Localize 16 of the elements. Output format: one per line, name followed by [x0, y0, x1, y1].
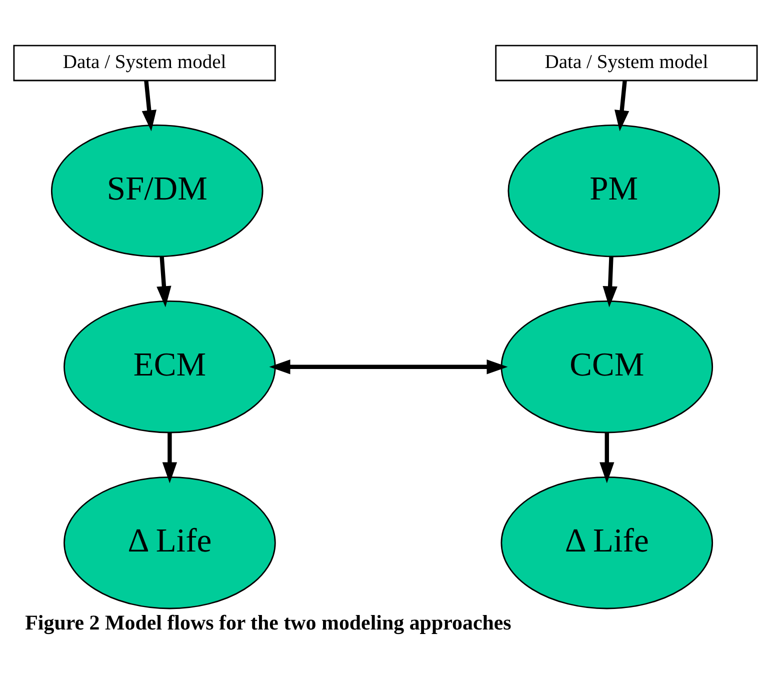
node-ellipse: PM — [508, 124, 720, 258]
node-ellipse: SF/DM — [50, 124, 264, 258]
arrow — [614, 80, 630, 132]
arrow — [602, 256, 618, 308]
node-box: Data / System model — [495, 44, 758, 82]
arrow — [269, 360, 508, 374]
caption: Figure 2 Model flows for the two modeling approaches — [25, 610, 512, 634]
arrow — [156, 256, 172, 308]
arrow — [142, 80, 156, 132]
arrow — [162, 432, 178, 484]
node-ellipse: ECM — [64, 300, 276, 434]
arrow — [600, 432, 614, 484]
node-ellipse: Δ Life — [64, 476, 276, 610]
node-box: Data / System model — [13, 44, 276, 82]
node-ellipse: Δ Life — [500, 476, 714, 610]
node-ellipse: CCM — [500, 300, 714, 434]
